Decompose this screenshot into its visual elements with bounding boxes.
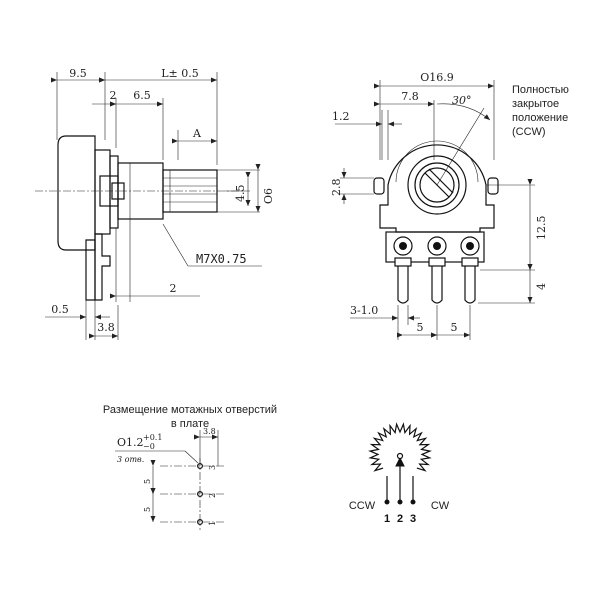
hole-count: 3 отв. (117, 455, 144, 464)
dim-6-5: 6.5 (133, 89, 151, 102)
mount-pin-3: 3 (208, 465, 217, 470)
side-view: 9.5 L± 0.5 2 6.5 A (35, 67, 275, 340)
schem-pin-2: 2 (397, 513, 403, 525)
note-line-1: Полностью (512, 84, 569, 96)
resistor-zigzag-arc (368, 422, 432, 472)
dim-3-8-side: 3.8 (97, 321, 115, 334)
hole-tol-plus: +0.1 (143, 433, 162, 442)
mounting-title-2: в плате (171, 418, 209, 430)
mount-dim-3-8: 3.8 (203, 427, 216, 436)
dim-5-b: 5 (451, 321, 458, 334)
schem-pin-1: 1 (384, 513, 390, 525)
mount-pin-1: 1 (208, 521, 217, 526)
dim-1-2: 1.2 (332, 110, 350, 123)
dim-o16-9: Ο16.9 (420, 71, 454, 84)
schematic-symbol: CCW CW 1 2 3 (349, 422, 450, 525)
terminal-holes (393, 236, 480, 256)
dim-2-8: 2.8 (330, 179, 343, 197)
hole-dia: Ο1.2 (117, 436, 144, 449)
front-view: Ο16.9 7.8 30° Полностью закрытое положен… (330, 71, 569, 340)
note-line-2: закрытое (512, 98, 559, 110)
dim-12-5: 12.5 (535, 216, 548, 241)
mounting-holes: Размещение мотажных отверстий в плате 3.… (103, 404, 277, 530)
note-line-3: положение (512, 112, 568, 124)
thread-label: M7X0.75 (196, 252, 247, 266)
dim-o6: Ο6 (262, 188, 275, 204)
dim-9-5: 9.5 (69, 67, 87, 80)
dim-3-1: 3-1.0 (350, 304, 378, 317)
mount-pin-2: 2 (208, 493, 217, 498)
ccw-label: CCW (349, 500, 376, 512)
dim-L: L± 0.5 (161, 67, 199, 80)
resistor-zigzag-path (368, 422, 432, 472)
mount-dim-5-b: 5 (143, 507, 152, 512)
mounting-title-1: Размещение мотажных отверстий (103, 404, 277, 416)
dim-4-5: 4.5 (234, 185, 247, 203)
dim-2-bottom: 2 (170, 282, 177, 295)
note-line-4: (CCW) (512, 126, 546, 138)
angle-30: 30° (452, 94, 472, 107)
dim-7-8: 7.8 (401, 90, 419, 103)
schem-pin-3: 3 (410, 513, 416, 525)
dim-2-top: 2 (110, 89, 117, 102)
dim-0-5: 0.5 (51, 303, 69, 316)
dim-5-a: 5 (417, 321, 424, 334)
mount-dim-5-a: 5 (143, 479, 152, 484)
dim-4: 4 (535, 283, 548, 290)
hole-tol-minus: −0 (143, 442, 155, 451)
cw-label: CW (431, 500, 450, 512)
dim-A: A (192, 127, 202, 140)
